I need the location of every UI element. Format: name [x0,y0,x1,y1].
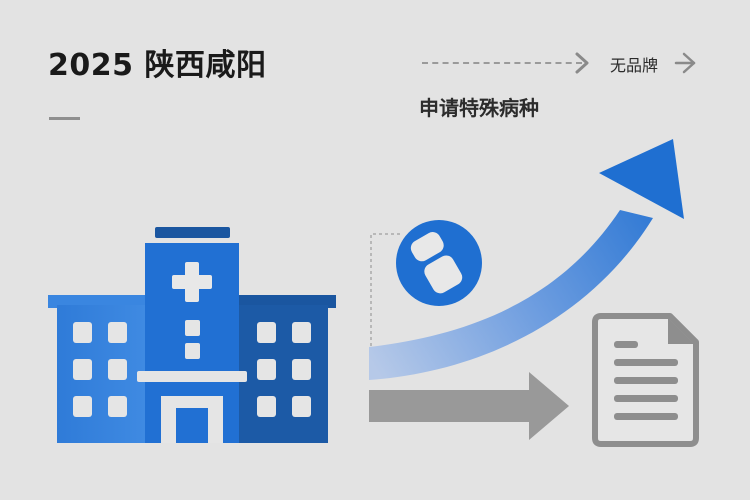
dotted-connector-line [422,62,582,64]
title-underline-divider [49,117,80,120]
page-title: 2025 陕西咸阳 [48,48,267,83]
subtitle: 申请特殊病种 [419,96,539,120]
brand-label: 无品牌 [610,56,659,75]
